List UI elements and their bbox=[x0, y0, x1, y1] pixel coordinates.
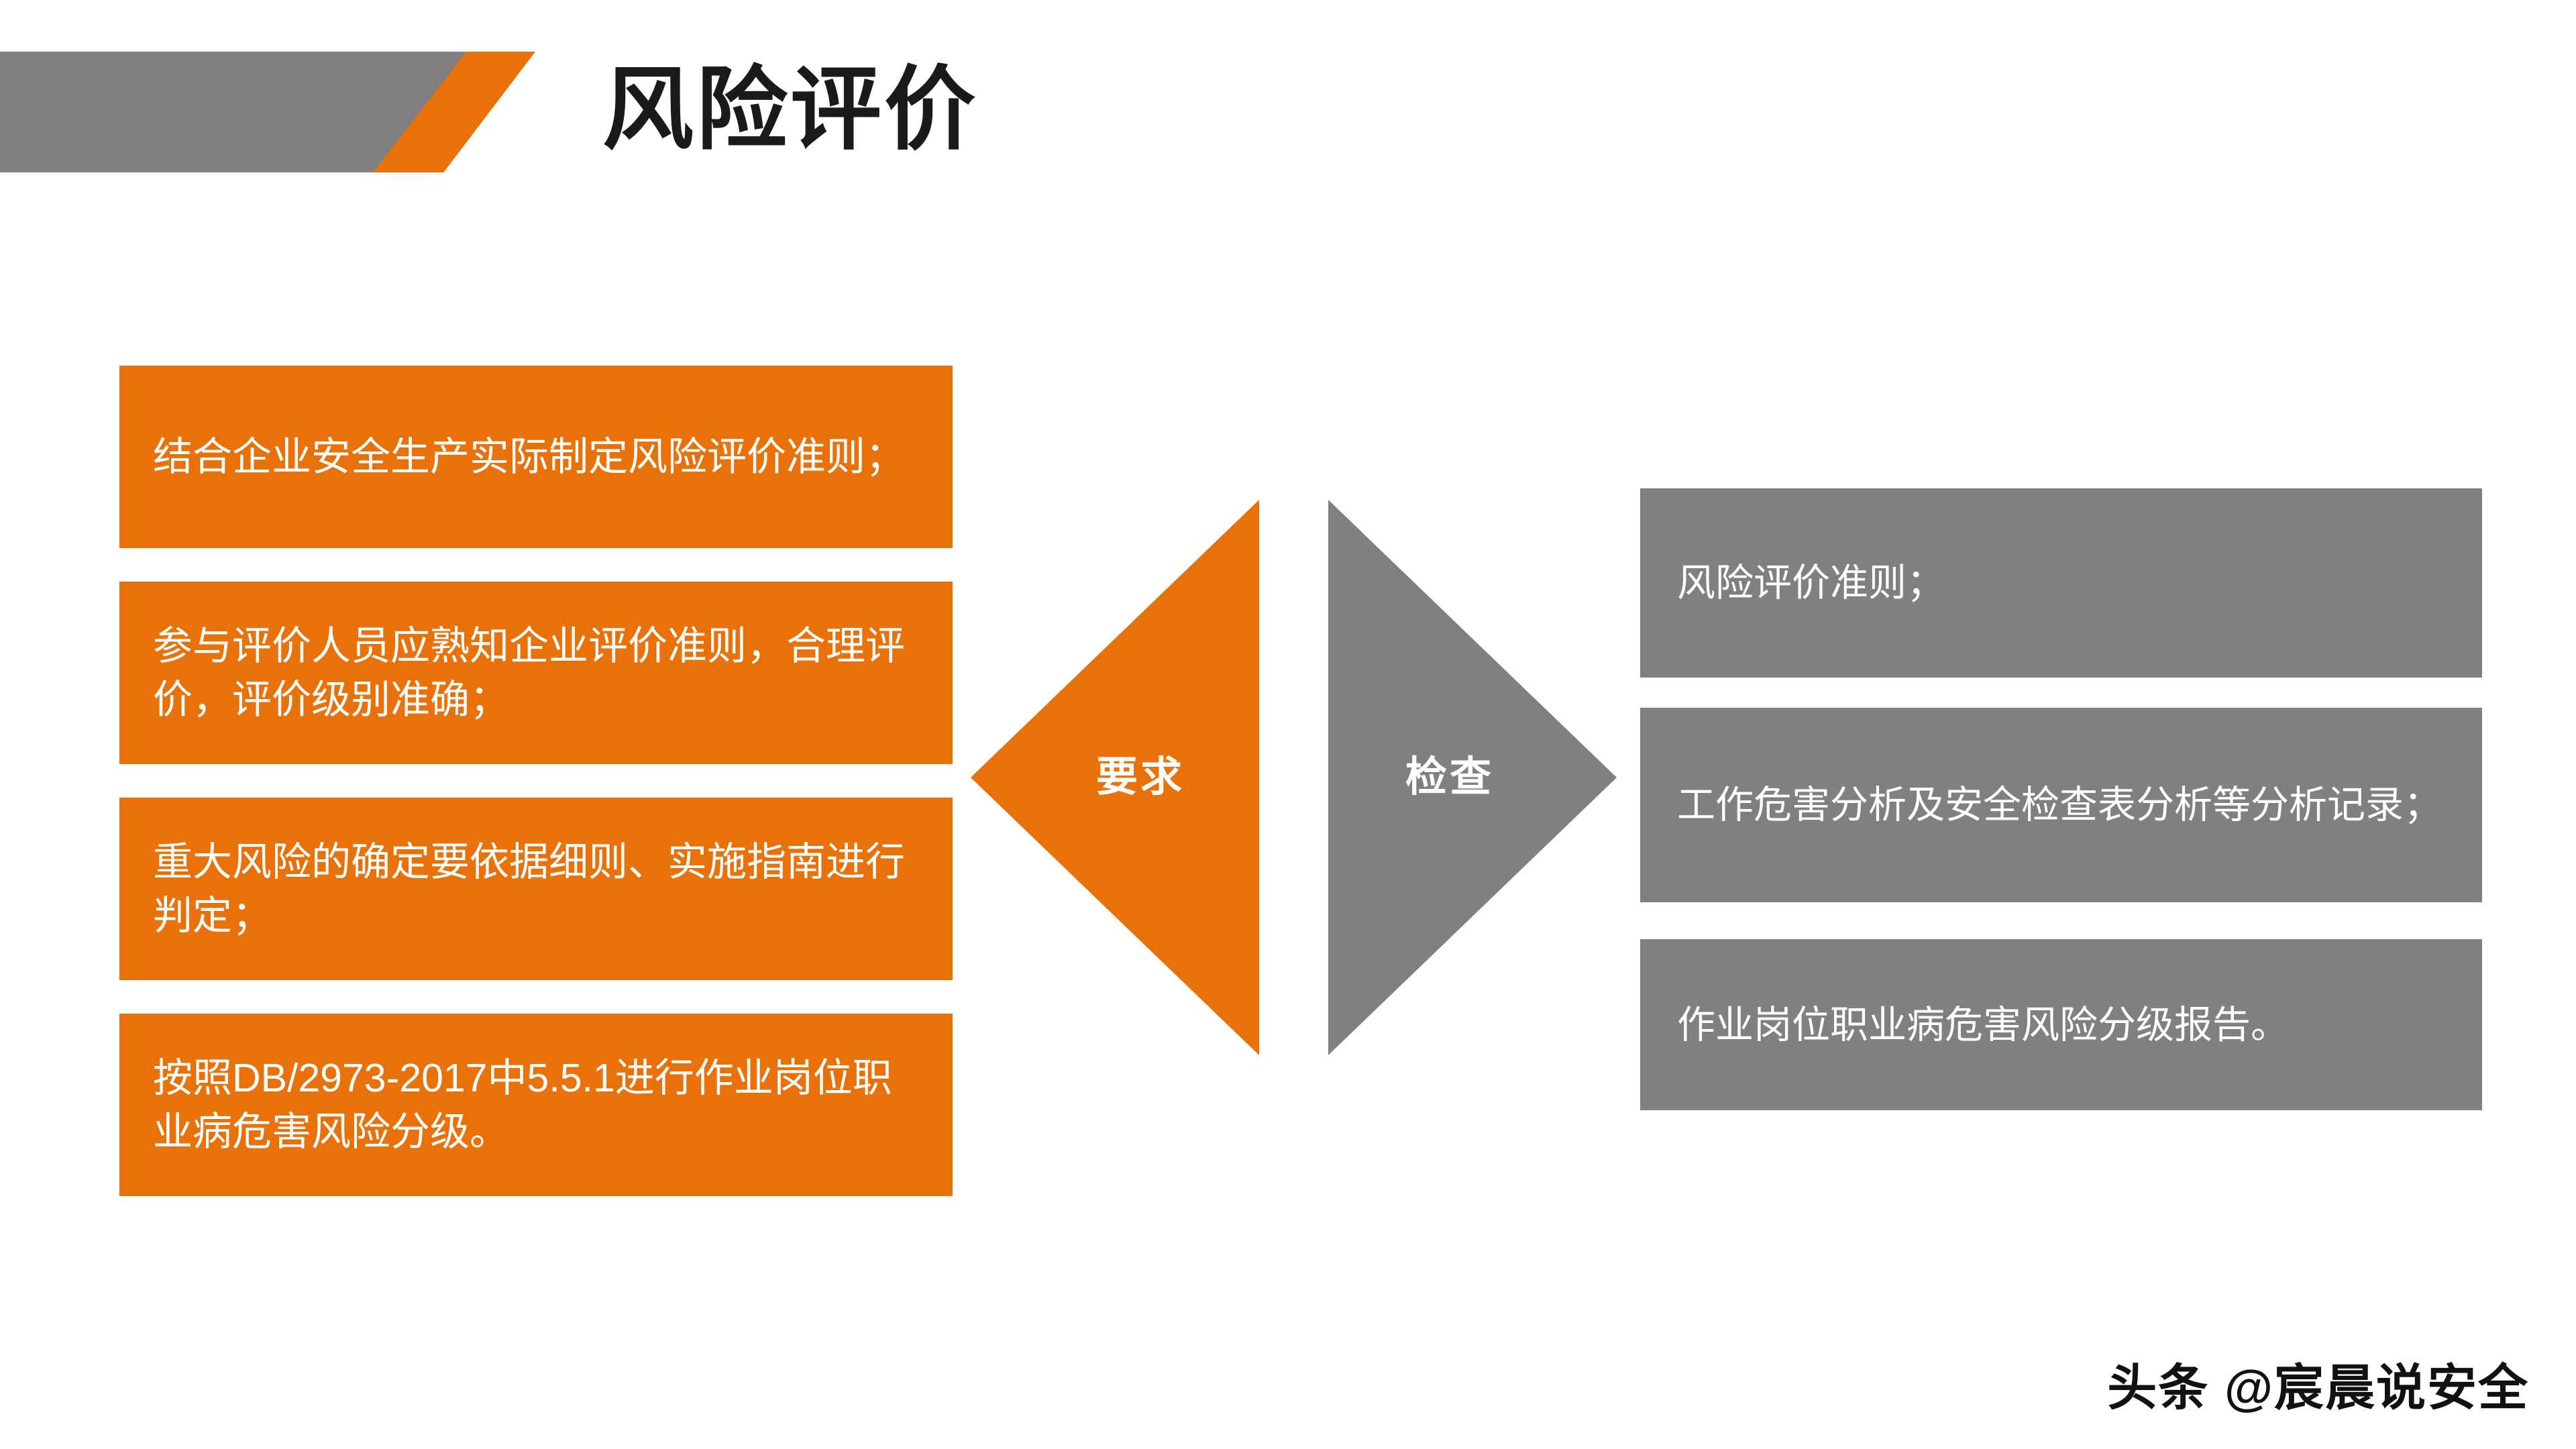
inspection-arrow-label: 检查 bbox=[1405, 754, 1494, 800]
requirement-item-text: 重大风险的确定要依据细则、实施指南进行判定； bbox=[153, 840, 906, 938]
requirement-item-text: 按照DB/2973-2017中5.5.1进行作业岗位职业病危害风险分级。 bbox=[153, 1056, 892, 1154]
inspection-item-text: 作业岗位职业病危害风险分级报告。 bbox=[1677, 1003, 2289, 1046]
watermark: 头条 @宸晨说安全 bbox=[2107, 1360, 2529, 1415]
header-banner bbox=[0, 52, 537, 172]
inspection-item-text: 工作危害分析及安全检查表分析等分析记录； bbox=[1677, 784, 2442, 826]
requirement-item: 结合企业安全生产实际制定风险评价准则； bbox=[119, 366, 953, 548]
requirement-item-text: 参与评价人员应熟知企业评价准则，合理评价，评价级别准确； bbox=[153, 624, 906, 722]
requirement-item: 重大风险的确定要依据细则、实施指南进行判定； bbox=[119, 798, 953, 980]
page-title: 风险评价 bbox=[602, 56, 978, 163]
inspection-item: 作业岗位职业病危害风险分级报告。 bbox=[1640, 939, 2482, 1110]
inspection-arrow-right-triangle: 检查 bbox=[1328, 500, 1617, 1055]
inspection-item-text: 风险评价准则； bbox=[1677, 561, 1945, 604]
requirement-item: 参与评价人员应熟知企业评价准则，合理评价，评价级别准确； bbox=[119, 582, 953, 764]
requirements-arrow-left-triangle: 要求 bbox=[971, 500, 1259, 1055]
inspection-item: 风险评价准则； bbox=[1640, 488, 2482, 678]
requirements-arrow-label: 要求 bbox=[1095, 754, 1185, 800]
requirement-item: 按照DB/2973-2017中5.5.1进行作业岗位职业病危害风险分级。 bbox=[119, 1014, 953, 1196]
inspection-item: 工作危害分析及安全检查表分析等分析记录； bbox=[1640, 708, 2482, 902]
requirement-item-text: 结合企业安全生产实际制定风险评价准则； bbox=[153, 435, 906, 479]
